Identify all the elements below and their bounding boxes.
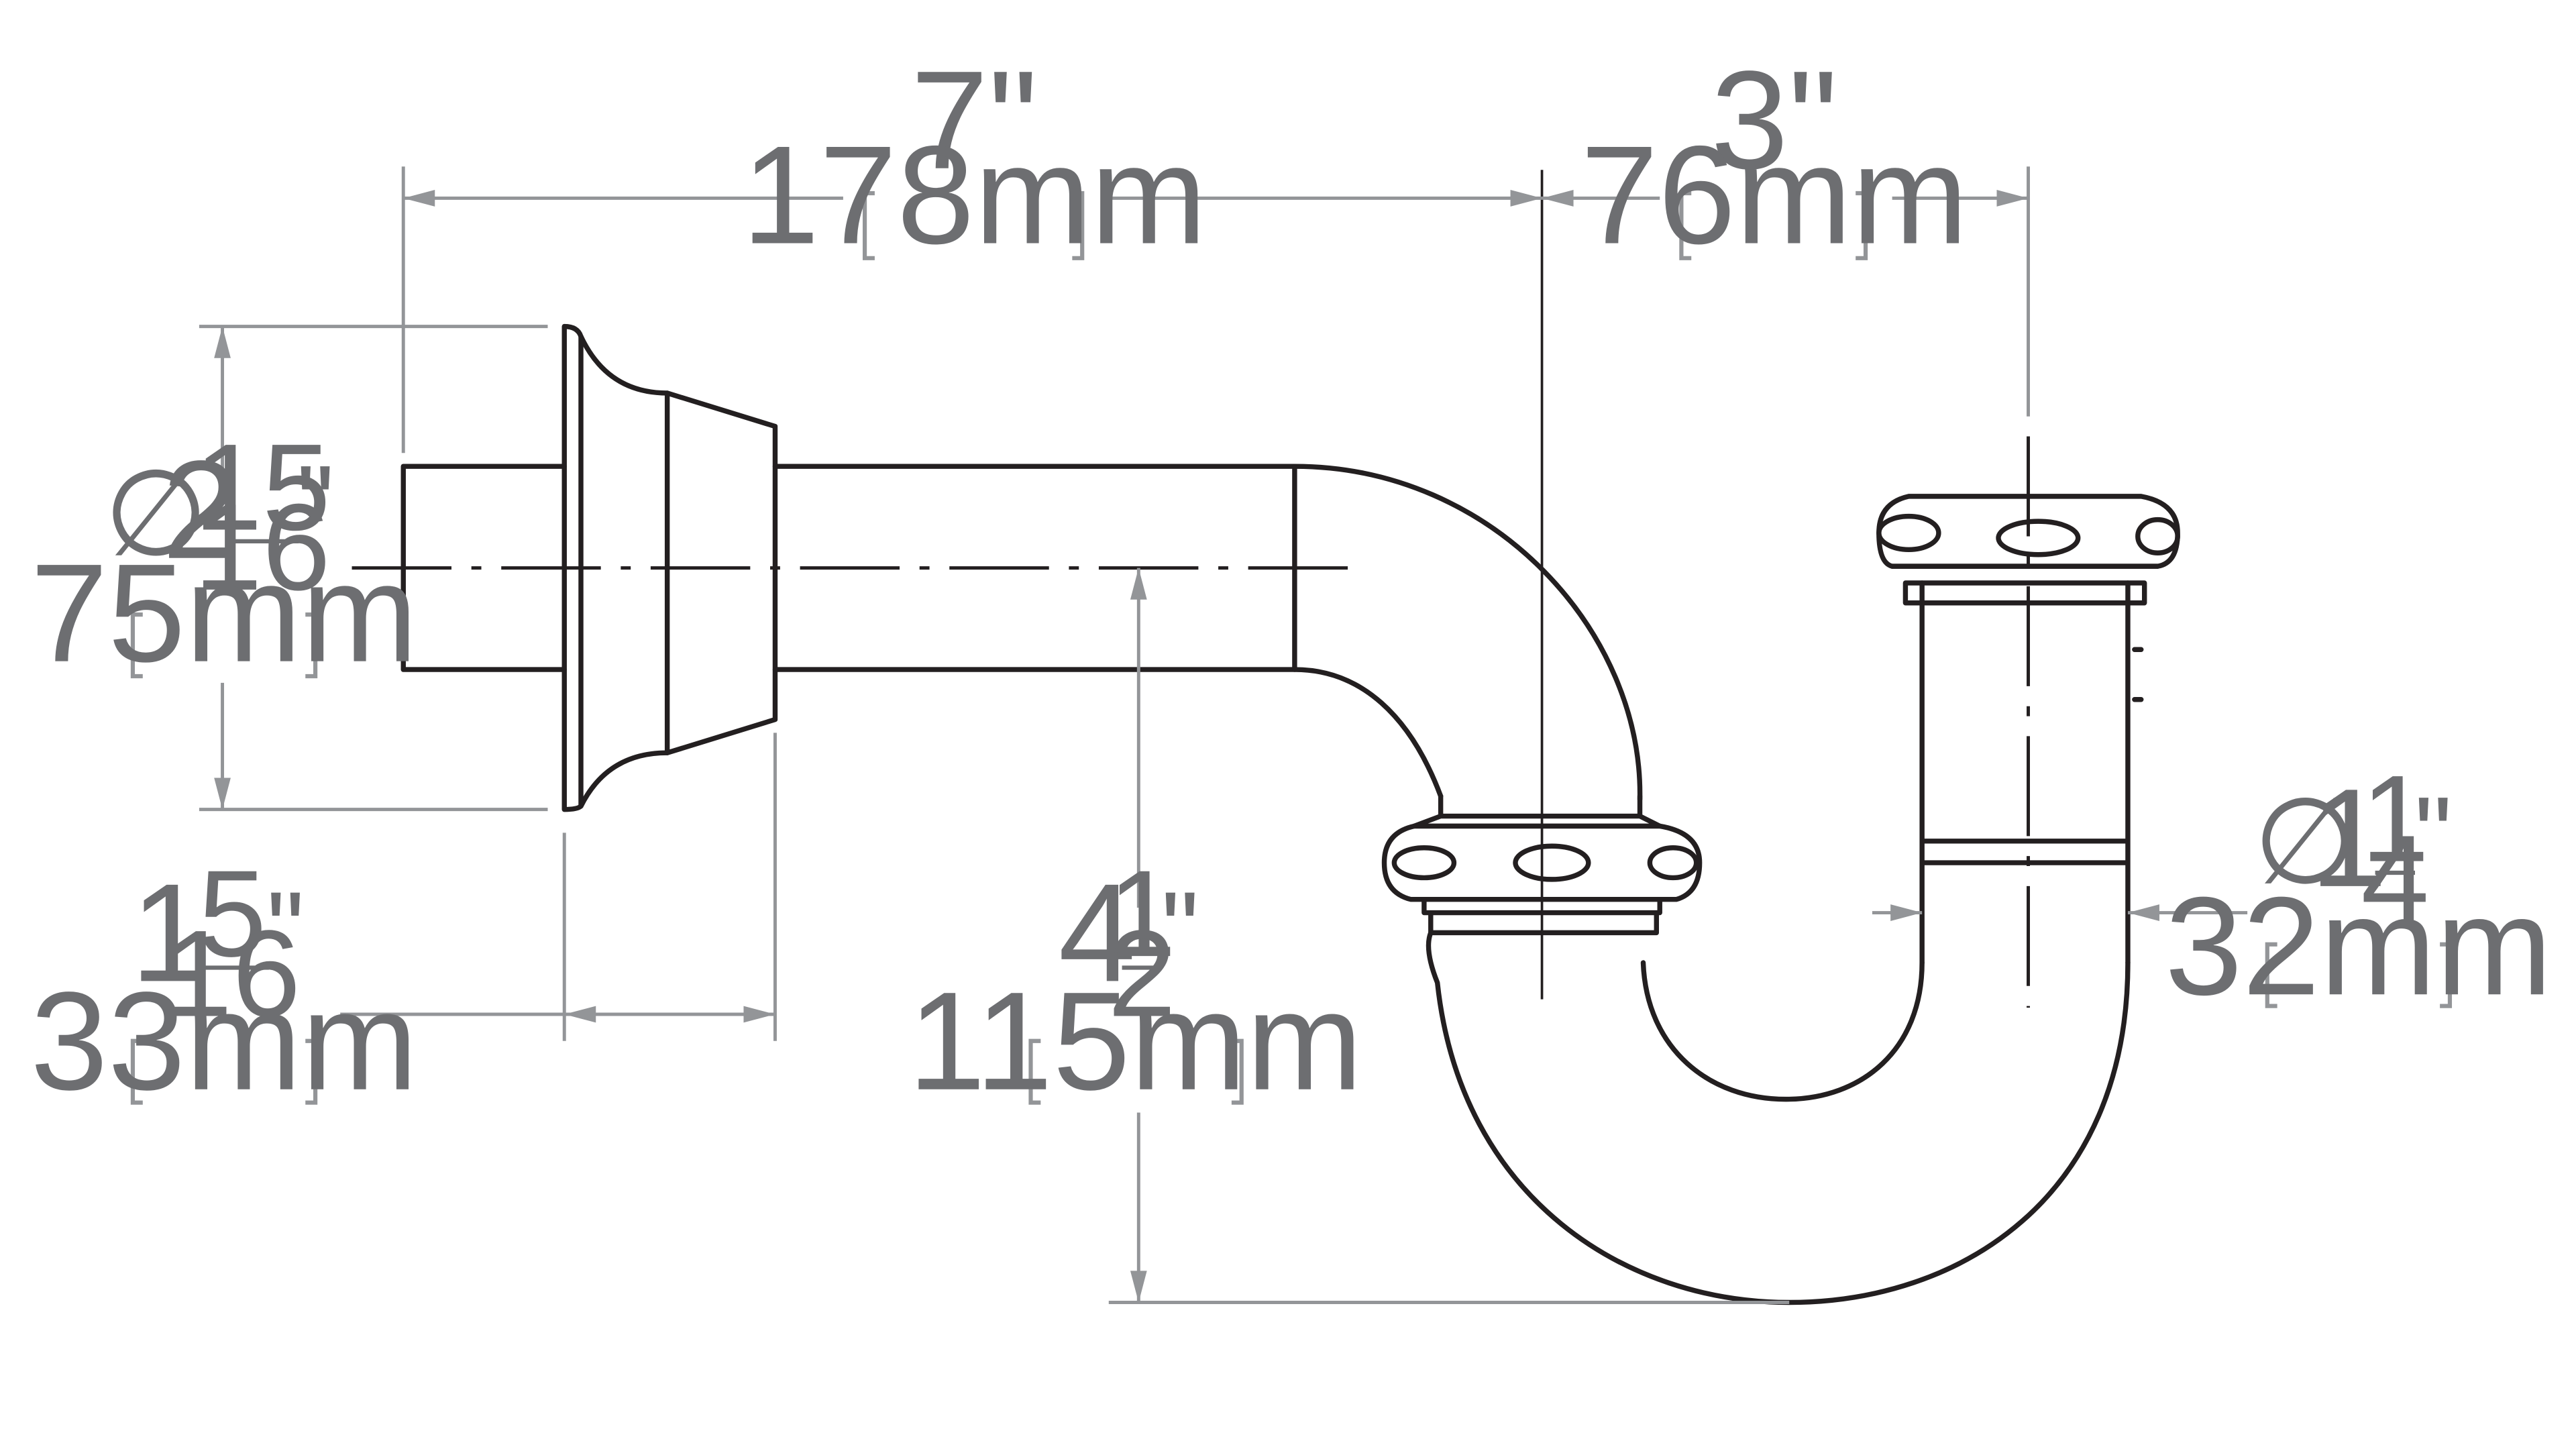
flange-depth-whole: 1 (131, 855, 209, 1011)
flange-diameter-metric: 75mm (30, 535, 417, 691)
flange-depth-unit: " (266, 869, 304, 989)
nut-lug (1391, 845, 1457, 881)
flange-depth-label: 1 5 16 " (131, 845, 305, 1042)
flange-diameter-label: ∅ 2 15 16 " (104, 418, 334, 616)
nut-lug (1996, 519, 2081, 557)
flange-depth-denominator: 16 (164, 904, 301, 1042)
nut-lug (1647, 845, 1699, 881)
diameter-symbol: ∅ (104, 445, 208, 580)
metric-brackets (130, 191, 2453, 1105)
flange-depth-numerator: 5 (198, 845, 266, 982)
dimension-labels: 7" 178mm 3" 76mm ∅ 2 15 16 " 75mm 1 5 16… (30, 42, 2552, 1119)
flange-diameter-whole: 2 (162, 432, 240, 588)
trap-elbow (1292, 464, 1643, 802)
slip-nut-left (1381, 823, 1703, 902)
escutcheon-ridge (578, 333, 670, 809)
drop-height-metric: 115mm (908, 963, 1363, 1119)
p-trap-outline (400, 323, 2180, 1305)
length-overall-metric: 178mm (742, 117, 1207, 273)
drop-height-numerator: 1 (1108, 845, 1176, 982)
tailpiece (1919, 580, 2131, 965)
nut-lug (2135, 517, 2180, 555)
flange-depth-metric: 33mm (30, 963, 417, 1119)
tailpiece-marks (2132, 647, 2144, 702)
tailpiece-diameter-denominator: 4 (2361, 810, 2429, 947)
flange-diameter-unit: " (297, 443, 334, 562)
flange-diameter-denominator: 16 (194, 478, 331, 616)
tailpiece-diameter-label: ∅ 1 1 4 " (2253, 749, 2452, 947)
trap-offset-imperial: 3" (1711, 42, 1837, 198)
slip-nut-right (1876, 494, 2180, 569)
diameter-symbol: ∅ (2253, 774, 2357, 908)
elbow-collar (1411, 794, 1662, 829)
drop-height-denominator: 2 (1108, 904, 1176, 1042)
dimension-lines (199, 166, 2248, 1304)
nut-lug (1876, 513, 1941, 553)
j-bend (1426, 930, 2131, 1305)
tailpiece-diameter-metric: 32mm (2165, 869, 2552, 1024)
length-overall-imperial: 7" (911, 42, 1038, 198)
drop-height-unit: " (1161, 869, 1199, 989)
slip-nut-right-band (1889, 564, 2161, 606)
drop-height-whole: 4 (1059, 855, 1136, 1011)
tailpiece-diameter-unit: " (2414, 774, 2452, 894)
drop-height-label: 4 1 2 " (1059, 845, 1199, 1042)
nut-lug (1513, 843, 1591, 882)
flange-diameter-numerator: 15 (194, 418, 331, 555)
trap-offset-metric: 76mm (1580, 117, 1968, 273)
tailpiece-diameter-whole: 1 (2310, 761, 2387, 916)
tailpiece-diameter-numerator: 1 (2361, 749, 2429, 887)
center-lines (352, 170, 2030, 1008)
